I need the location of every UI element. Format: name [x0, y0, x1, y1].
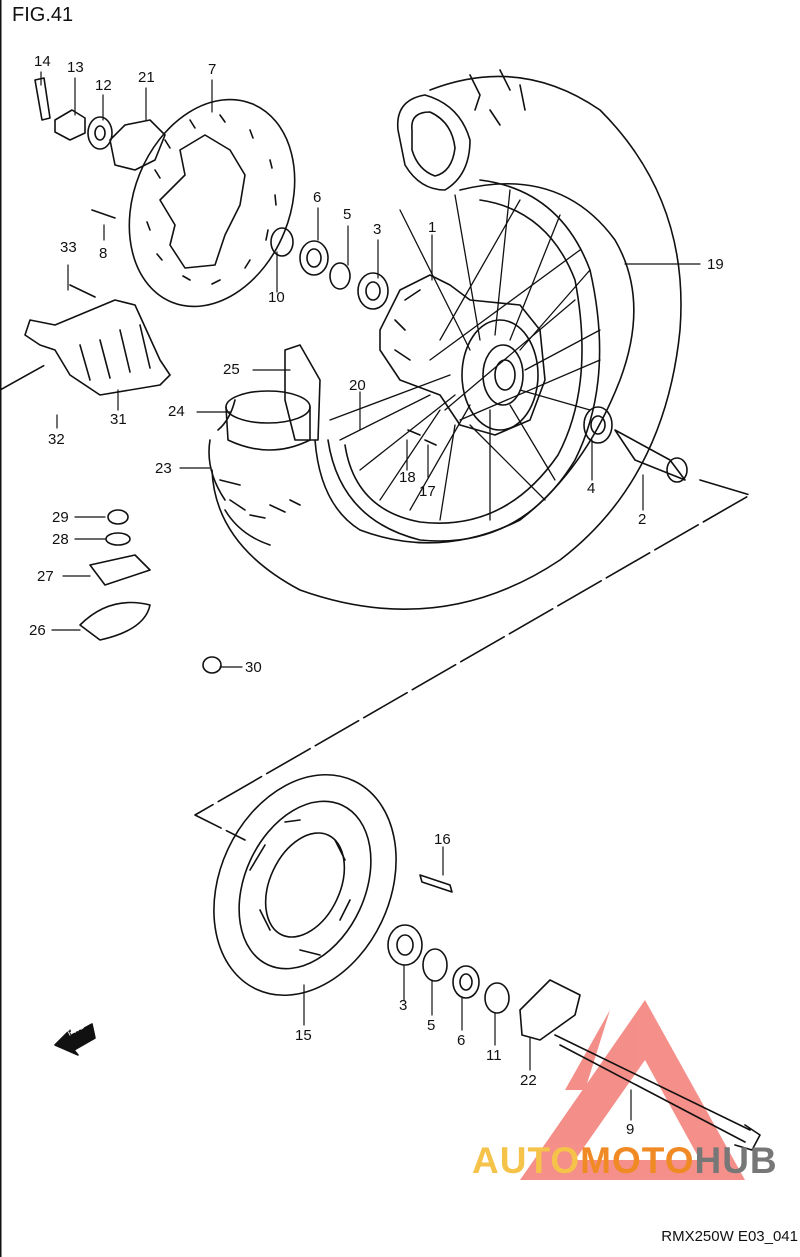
- callout-6-lower: 6: [457, 1032, 466, 1049]
- callout-11: 11: [486, 1047, 502, 1064]
- sprocket: [213, 773, 397, 997]
- callout-7: 7: [208, 61, 217, 78]
- callout-15: 15: [295, 1027, 312, 1044]
- callout-31: 31: [110, 411, 127, 428]
- watermark-moto: MOTO: [580, 1140, 695, 1181]
- rim-band: [225, 344, 321, 451]
- fwd-arrow-icon: [54, 1023, 96, 1056]
- callout-28: 28: [52, 531, 69, 548]
- callout-18: 18: [399, 469, 416, 486]
- callout-10: 10: [268, 289, 285, 306]
- callout-24: 24: [168, 403, 185, 420]
- brake-disc: [128, 98, 296, 308]
- spokes: [329, 189, 601, 521]
- watermark: AUTOMOTOHUB: [472, 1040, 798, 1220]
- callout-14: 14: [34, 53, 51, 70]
- hub: [379, 274, 546, 436]
- callout-26: 26: [29, 622, 46, 639]
- callout-2: 2: [638, 511, 647, 528]
- watermark-hub: HUB: [694, 1140, 778, 1181]
- callout-1: 1: [428, 219, 437, 236]
- callout-13: 13: [67, 59, 84, 76]
- callout-22: 22: [520, 1072, 537, 1089]
- callout-16: 16: [434, 831, 451, 848]
- callout-4: 4: [587, 480, 596, 497]
- callout-12: 12: [95, 77, 112, 94]
- callout-25: 25: [223, 361, 240, 378]
- callout-27: 27: [37, 568, 54, 585]
- leader-lines: [40, 71, 701, 1121]
- model-code: RMX250W E03_041: [661, 1228, 798, 1245]
- watermark-auto: AUTO: [472, 1140, 581, 1181]
- callout-9: 9: [626, 1121, 635, 1138]
- callout-17: 17: [419, 483, 436, 500]
- callout-21: 21: [138, 69, 155, 86]
- callout-32: 32: [48, 431, 65, 448]
- callout-3-upper: 3: [373, 221, 382, 238]
- callout-29: 29: [52, 509, 69, 526]
- callout-30: 30: [245, 659, 262, 676]
- watermark-text: AUTOMOTOHUB: [472, 1140, 778, 1182]
- callout-20: 20: [349, 377, 366, 394]
- callout-5-lower: 5: [427, 1017, 436, 1034]
- small-parts: [34, 77, 761, 1151]
- callout-3-lower: 3: [399, 997, 408, 1014]
- callout-6-upper: 6: [313, 189, 322, 206]
- callout-33: 33: [60, 239, 77, 256]
- section-outline: [0, 364, 751, 841]
- callout-8: 8: [99, 245, 108, 262]
- tire: [208, 69, 682, 610]
- callout-19: 19: [707, 256, 724, 273]
- callout-5-upper: 5: [343, 206, 352, 223]
- callout-23: 23: [155, 460, 172, 477]
- rim: [327, 179, 601, 542]
- figure-title: FIG.41: [12, 4, 74, 26]
- disc-guard: [24, 299, 171, 396]
